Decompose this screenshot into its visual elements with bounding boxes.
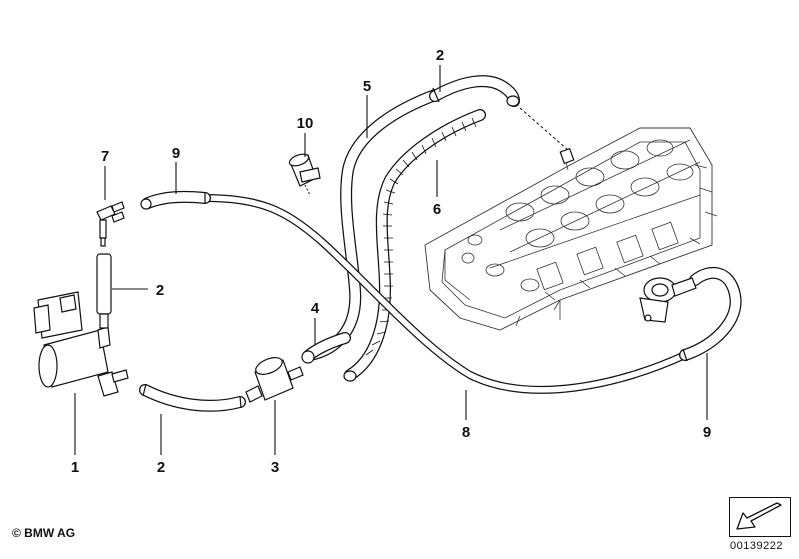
leader-lines bbox=[74, 65, 708, 455]
elbow-fitting-10 bbox=[288, 153, 321, 196]
callout-3: 3 bbox=[271, 459, 279, 476]
callout-2-bottom: 2 bbox=[157, 459, 165, 476]
hose-6 bbox=[345, 110, 485, 380]
copyright-text: © BMW AG bbox=[12, 526, 76, 540]
callout-2-mid: 2 bbox=[156, 282, 164, 299]
callout-8: 8 bbox=[462, 424, 470, 441]
solenoid-valve-1 bbox=[33, 291, 129, 397]
tube-2-mid bbox=[96, 253, 112, 329]
hose-5 bbox=[305, 90, 440, 360]
hose-2-bottom bbox=[140, 385, 245, 411]
arrow-down-left-icon[interactable] bbox=[729, 497, 791, 537]
callout-5: 5 bbox=[363, 78, 371, 95]
egr-valve bbox=[639, 277, 697, 323]
callout-1: 1 bbox=[71, 459, 79, 476]
connector-7 bbox=[96, 201, 125, 247]
hose-9-left bbox=[143, 192, 210, 208]
callout-6: 6 bbox=[433, 201, 441, 218]
callout-10: 10 bbox=[297, 115, 314, 132]
filter-3 bbox=[245, 357, 304, 403]
callout-9-left: 9 bbox=[172, 145, 180, 162]
hose-9-right bbox=[680, 268, 741, 360]
document-number: 00139222 bbox=[730, 540, 783, 552]
vacuum-line-8 bbox=[202, 195, 688, 393]
cylinder-head bbox=[424, 127, 718, 331]
callout-4: 4 bbox=[311, 300, 320, 317]
callouts: 1 2 2 2 3 4 5 6 7 8 9 9 10 bbox=[71, 47, 711, 476]
temperature-sensor bbox=[519, 107, 575, 171]
callout-9-right: 9 bbox=[703, 424, 711, 441]
callout-2-top: 2 bbox=[436, 47, 444, 64]
callout-7: 7 bbox=[101, 148, 109, 165]
